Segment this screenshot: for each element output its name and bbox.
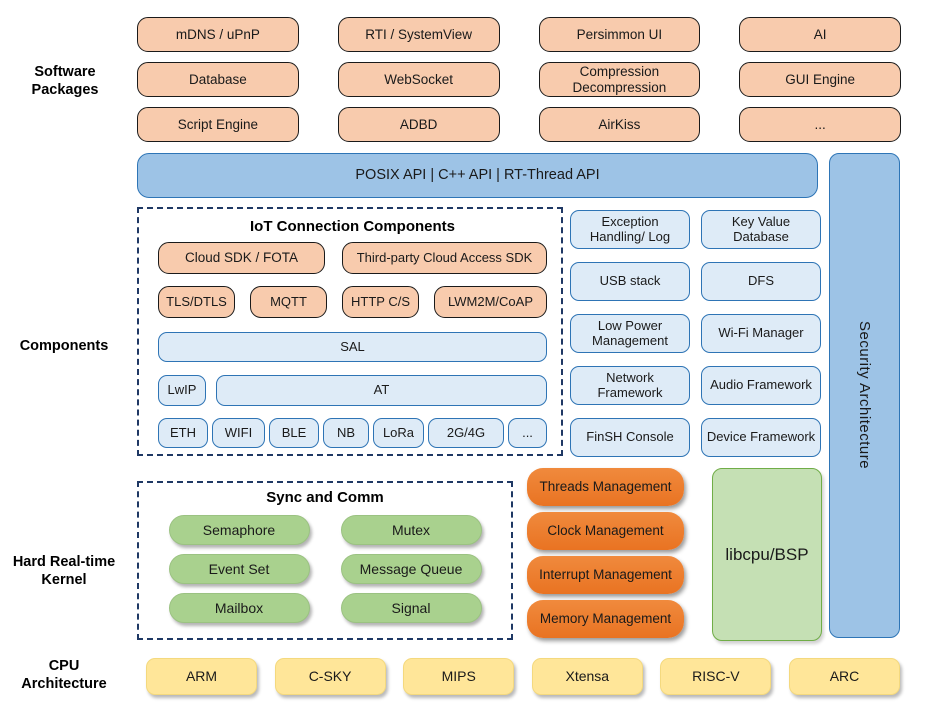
cpu-csky: C-SKY xyxy=(274,658,386,695)
iot-cloud-sdk-fota: Cloud SDK / FOTA xyxy=(158,242,325,274)
cpu-mips: MIPS xyxy=(403,658,515,695)
component-finsh-console: FinSH Console xyxy=(570,418,690,457)
api-bar: POSIX API | C++ API | RT-Thread API xyxy=(137,153,818,198)
kernel-management-stack: Threads Management Clock Management Inte… xyxy=(527,468,684,638)
iot-thirdparty-cloud-sdk: Third-party Cloud Access SDK xyxy=(342,242,547,274)
iot-tls-dtls: TLS/DTLS xyxy=(158,286,235,318)
component-low-power-management: Low Power Management xyxy=(570,314,690,353)
package-mdns-upnp: mDNS / uPnP xyxy=(137,17,299,52)
iot-link-ble: BLE xyxy=(269,418,319,448)
layer-label-kernel: Hard Real-time Kernel xyxy=(12,554,116,589)
layer-label-cpu: CPU Architecture xyxy=(21,658,107,693)
iot-sal: SAL xyxy=(158,332,547,362)
iot-mqtt: MQTT xyxy=(250,286,327,318)
cpu-xtensa: Xtensa xyxy=(531,658,643,695)
iot-link-2g4g: 2G/4G xyxy=(428,418,504,448)
package-rti-systemview: RTI / SystemView xyxy=(337,17,500,52)
package-websocket: WebSocket xyxy=(337,62,500,97)
cpu-arm: ARM xyxy=(146,658,257,695)
package-gui-engine: GUI Engine xyxy=(739,62,901,97)
iot-connection-components-group: IoT Connection Components Cloud SDK / FO… xyxy=(137,207,563,456)
iot-link-lora: LoRa xyxy=(373,418,424,448)
kernel-signal: Signal xyxy=(340,593,482,623)
iot-link-wifi: WIFI xyxy=(212,418,265,448)
sync-group-title: Sync and Comm xyxy=(266,489,384,506)
layer-label-software-packages: Software Packages xyxy=(31,64,99,99)
component-key-value-database: Key Value Database xyxy=(701,210,821,249)
package-more: ... xyxy=(739,107,901,142)
libcpu-bsp-box: libcpu/BSP xyxy=(712,468,822,641)
component-network-framework: Network Framework xyxy=(570,366,690,405)
kernel-memory-management: Memory Management xyxy=(527,600,684,638)
components-grid: Exception Handling/ Log Key Value Databa… xyxy=(570,210,821,457)
component-usb-stack: USB stack xyxy=(570,262,690,301)
component-device-framework: Device Framework xyxy=(701,418,821,457)
iot-link-nb: NB xyxy=(323,418,369,448)
iot-at: AT xyxy=(216,375,547,406)
sync-and-comm-group: Sync and Comm Semaphore Mutex Event Set … xyxy=(137,481,513,640)
package-persimmon-ui: Persimmon UI xyxy=(538,17,701,52)
component-exception-handling-log: Exception Handling/ Log xyxy=(570,210,690,249)
component-audio-framework: Audio Framework xyxy=(701,366,821,405)
component-dfs: DFS xyxy=(701,262,821,301)
package-compression: Compression Decompression xyxy=(538,62,701,97)
kernel-clock-management: Clock Management xyxy=(527,512,684,550)
security-architecture-bar: Security Architecture xyxy=(829,153,900,638)
kernel-mutex: Mutex xyxy=(340,515,482,545)
kernel-event-set: Event Set xyxy=(168,554,310,584)
iot-lwip: LwIP xyxy=(158,375,206,406)
iot-link-more: ... xyxy=(508,418,547,448)
iot-link-eth: ETH xyxy=(158,418,208,448)
package-ai: AI xyxy=(739,17,901,52)
layer-label-components: Components xyxy=(19,338,109,354)
cpu-architecture-row: ARM C-SKY MIPS Xtensa RISC-V ARC xyxy=(146,658,900,695)
kernel-mailbox: Mailbox xyxy=(168,593,310,623)
kernel-message-queue: Message Queue xyxy=(340,554,482,584)
package-adbd: ADBD xyxy=(337,107,500,142)
software-packages-grid: mDNS / uPnP RTI / SystemView Persimmon U… xyxy=(137,17,901,142)
iot-lwm2m-coap: LWM2M/CoAP xyxy=(434,286,547,318)
kernel-interrupt-management: Interrupt Management xyxy=(527,556,684,594)
cpu-arc: ARC xyxy=(788,658,900,695)
package-airkiss: AirKiss xyxy=(538,107,701,142)
kernel-semaphore: Semaphore xyxy=(168,515,310,545)
security-architecture-label: Security Architecture xyxy=(856,321,873,470)
iot-http-cs: HTTP C/S xyxy=(342,286,419,318)
package-database: Database xyxy=(137,62,299,97)
component-wifi-manager: Wi-Fi Manager xyxy=(701,314,821,353)
iot-group-title: IoT Connection Components xyxy=(250,218,455,235)
package-script-engine: Script Engine xyxy=(137,107,299,142)
kernel-threads-management: Threads Management xyxy=(527,468,684,506)
cpu-riscv: RISC-V xyxy=(660,658,772,695)
